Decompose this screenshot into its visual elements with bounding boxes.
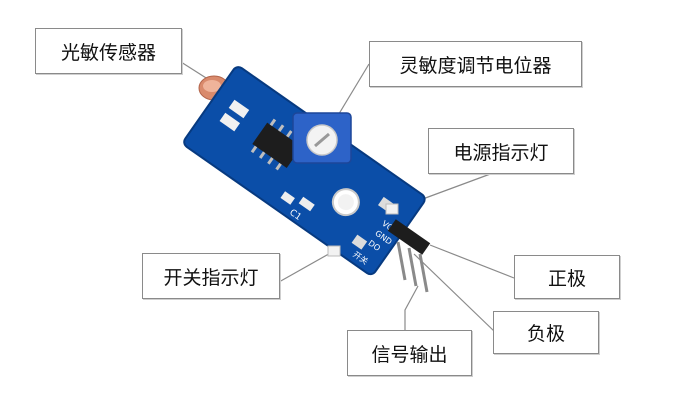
power-led-callout: 电源指示灯: [428, 128, 574, 174]
leader-switch-led: [278, 250, 335, 283]
switch-led-callout: 开关指示灯: [142, 253, 280, 299]
switch-led-label: 开关指示灯: [163, 266, 259, 289]
negative-callout: 负极: [493, 311, 599, 354]
signal-output-label: 信号输出: [371, 343, 448, 366]
signal-output-callout: 信号输出: [347, 330, 472, 376]
leader-lines: [180, 61, 515, 333]
switch-led: [327, 245, 341, 257]
power-led: [385, 203, 399, 215]
photoresistor-label: 光敏传感器: [60, 41, 156, 64]
photoresistor-callout: 光敏传感器: [35, 28, 182, 74]
negative-label: 负极: [526, 323, 565, 345]
pcb-board: C1 VCC GND DO 开关: [183, 66, 426, 276]
leader-positive: [429, 244, 515, 279]
potentiometer: [292, 112, 352, 164]
positive-callout: 正极: [514, 255, 620, 299]
potentiometer-callout: 灵敏度调节电位器: [369, 41, 582, 87]
potentiometer-label: 灵敏度调节电位器: [399, 54, 552, 77]
leader-negative: [413, 253, 496, 333]
header-pins: [387, 219, 431, 293]
positive-label: 正极: [547, 267, 586, 290]
power-led-label: 电源指示灯: [453, 141, 549, 164]
leader-signal: [404, 285, 419, 330]
